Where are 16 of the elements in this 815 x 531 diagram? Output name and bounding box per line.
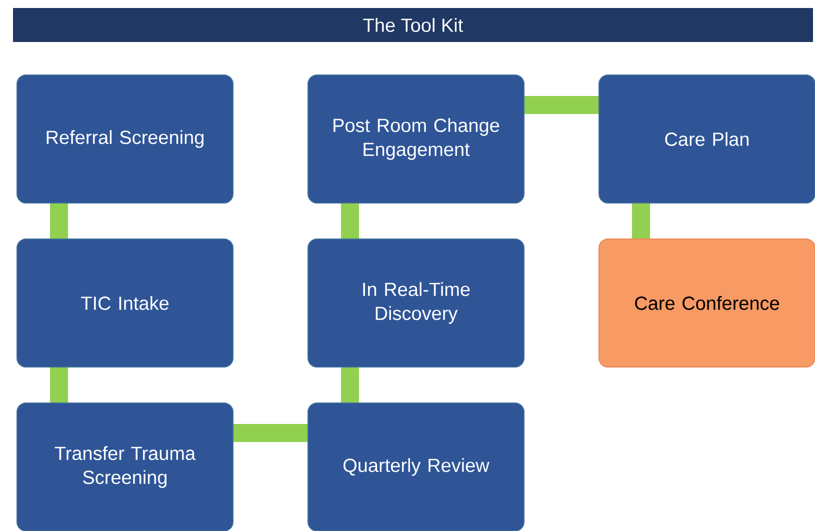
connector-bar <box>234 424 308 442</box>
process-box: Referral Screening <box>16 74 234 204</box>
process-box: Transfer Trauma Screening <box>16 402 234 531</box>
process-box: Quarterly Review <box>308 402 524 531</box>
connector-bar <box>341 204 359 238</box>
process-box: Care Plan <box>598 74 815 204</box>
connector-bar <box>632 204 650 238</box>
connector-bar <box>341 368 359 402</box>
process-box: Care Conference <box>598 238 815 368</box>
connector-bar <box>524 96 598 114</box>
connector-bar <box>50 368 68 402</box>
title-bar: The Tool Kit <box>13 8 813 42</box>
connector-bar <box>50 204 68 238</box>
process-box: In Real-Time Discovery <box>308 238 524 368</box>
process-box: Post Room Change Engagement <box>308 74 524 204</box>
process-box: TIC Intake <box>16 238 234 368</box>
